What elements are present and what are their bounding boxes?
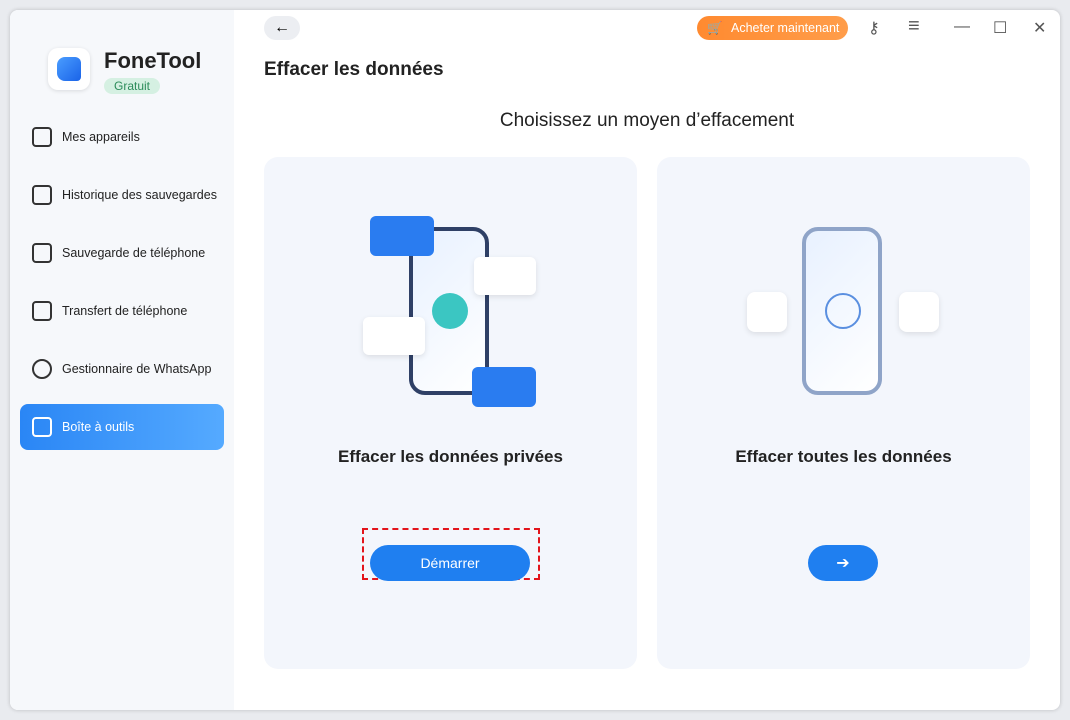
card-title: Effacer les données privées xyxy=(338,447,563,466)
sidebar: FoneTool Gratuit Mes appareils Historiqu… xyxy=(10,10,234,710)
sidebar-item-whatsapp[interactable]: Gestionnaire de WhatsApp xyxy=(20,346,224,392)
next-arrow-button[interactable]: ➔ xyxy=(808,545,878,581)
fonetool-logo xyxy=(48,48,90,90)
sidebar-item-label: Historique des sauvegardes xyxy=(62,188,217,202)
message-icon xyxy=(474,257,536,295)
close-button[interactable]: ✕ xyxy=(1033,20,1047,37)
folder-icon xyxy=(747,292,787,332)
target-icon xyxy=(825,293,861,329)
plan-badge: Gratuit xyxy=(104,78,161,94)
buy-now-button[interactable]: 🛒 Acheter maintenant xyxy=(697,16,848,40)
maximize-button[interactable]: ☐ xyxy=(993,20,1008,37)
sidebar-item-label: Sauvegarde de téléphone xyxy=(62,246,206,260)
sidebar-item-toolbox[interactable]: Boîte à outils xyxy=(20,404,224,450)
erase-all-card[interactable]: Effacer toutes les données ➔ xyxy=(657,157,1030,669)
sidebar-item-phone-transfer[interactable]: Transfert de téléphone xyxy=(20,288,224,334)
list-icon xyxy=(32,185,52,205)
transfer-icon xyxy=(32,301,52,321)
key-icon[interactable]: ⚷ xyxy=(868,20,880,37)
chat-icon xyxy=(32,359,52,379)
back-button[interactable]: ← xyxy=(264,16,300,40)
card-title: Effacer toutes les données xyxy=(735,447,952,466)
buy-label: Acheter maintenant xyxy=(731,21,840,35)
toolbox-icon xyxy=(32,417,52,437)
copy-icon xyxy=(32,243,52,263)
menu-icon[interactable]: ≡ xyxy=(908,15,920,37)
app-window: FoneTool Gratuit Mes appareils Historiqu… xyxy=(10,10,1060,710)
page-subtitle: Choisissez un moyen d’effacement xyxy=(499,110,795,131)
app-name: FoneTool xyxy=(104,48,202,73)
minimize-button[interactable]: — xyxy=(954,18,970,35)
erase-private-card[interactable]: Effacer les données privées Démarrer xyxy=(264,157,637,669)
sidebar-item-backup-history[interactable]: Historique des sauvegardes xyxy=(20,172,224,218)
sidebar-item-label: Transfert de téléphone xyxy=(62,304,188,318)
window-icon xyxy=(370,216,434,256)
gear-icon xyxy=(899,292,939,332)
sidebar-item-phone-backup[interactable]: Sauvegarde de téléphone xyxy=(20,230,224,276)
sidebar-item-label: Gestionnaire de WhatsApp xyxy=(62,362,212,376)
sidebar-item-label: Mes appareils xyxy=(62,130,140,144)
start-button[interactable]: Démarrer xyxy=(370,545,530,581)
cart-icon: 🛒 xyxy=(707,21,723,35)
eraser-icon xyxy=(432,293,468,329)
compass-icon xyxy=(472,367,536,407)
image-icon xyxy=(363,317,425,355)
phone-icon xyxy=(32,127,52,147)
sidebar-item-devices[interactable]: Mes appareils xyxy=(20,114,224,160)
page-title: Effacer les données xyxy=(264,59,444,80)
sidebar-item-label: Boîte à outils xyxy=(62,420,135,434)
